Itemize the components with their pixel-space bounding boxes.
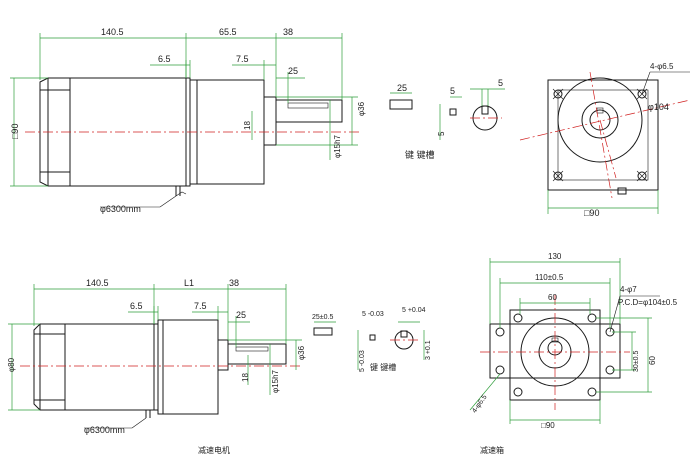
key-caption: 键 键槽 (405, 149, 435, 160)
key-h-tol: 5 -0.03 (359, 350, 366, 372)
dim-body-diameter: φ80 (7, 357, 16, 372)
dim-shaft-diameter: φ15h7 (333, 134, 342, 158)
front-square: □90 (584, 208, 599, 218)
dim-shaft-length-b: 38 (229, 278, 239, 288)
dim-shaft-center-b: 18 (241, 373, 250, 382)
cable-label: φ6300mm (100, 204, 141, 214)
top-key-detail: 25 5 5 5 键 键槽 (389, 78, 505, 160)
dim-collar-offset: 6.5 (158, 54, 171, 64)
dim-shaft-center: 18 (243, 121, 252, 130)
width-110: 110±0.5 (535, 273, 564, 282)
holes-label-left: 4-φ6.5 (471, 394, 489, 415)
dim-l1: L1 (184, 278, 194, 288)
height-60: 60 (648, 356, 657, 365)
slot-w-tol: 5 +0.04 (402, 307, 426, 314)
slot-width: 5 (498, 78, 503, 88)
top-side-view (25, 77, 360, 208)
width-60: 60 (548, 293, 557, 302)
front-square-b: □90 (541, 421, 555, 430)
caption-gear-motor: 减速电机 (198, 445, 230, 455)
key-square: 5 (450, 86, 455, 96)
dim-key-length: 25 (288, 66, 298, 76)
key-tol: 25±0.5 (312, 314, 333, 321)
bottom-key-detail: 25±0.5 5 -0.03 5 -0.03 5 +0.04 3 +0.1 键 … (312, 307, 432, 372)
pcd-label: φ104 (648, 102, 669, 112)
captions: 减速电机 减速箱 (198, 445, 504, 455)
top-front-view: 4-φ6.5 φ104 □90 (519, 62, 691, 218)
dim-boss-diameter: φ36 (357, 101, 366, 116)
bottom-side-view (20, 319, 300, 429)
dim-shaft-diameter-b: φ15h7 (271, 369, 280, 393)
key-width: 25 (397, 83, 407, 93)
key-side: 5 (437, 131, 446, 136)
dim-overall-length-b: 140.5 (86, 278, 109, 288)
dim-body-to-flange: 65.5 (219, 27, 237, 37)
width-130: 130 (548, 252, 562, 261)
key-w-tol: 5 -0.03 (362, 311, 384, 318)
bottom-dimensions: 140.5 L1 38 6.5 7.5 25 φ80 18 φ36 φ15h7 … (7, 278, 306, 435)
dim-overall-length: 140.5 (101, 27, 124, 37)
dim-shaft-offset: 7.5 (236, 54, 249, 64)
dim-shaft-offset-b: 7.5 (194, 301, 207, 311)
holes-label-b: 4-φ7 (620, 285, 637, 294)
top-dimensions: 140.5 65.5 38 6.5 7.5 25 □90 18 φ36 (10, 27, 366, 214)
dim-shaft-length: 38 (283, 27, 293, 37)
slot-d-tol: 3 +0.1 (425, 340, 432, 360)
key-caption-b: 键 键槽 (370, 362, 396, 372)
height-30: 30±0.5 (633, 351, 640, 372)
dim-key-length-b: 25 (236, 310, 246, 320)
dim-square-flange: □90 (10, 124, 20, 139)
caption-gearbox: 减速箱 (480, 445, 504, 455)
cable-label-b: φ6300mm (84, 425, 125, 435)
bottom-front-view: 130 110±0.5 60 4-φ7 P.C.D=φ104±0.5 30±0.… (469, 252, 678, 430)
dim-collar-offset-b: 6.5 (130, 301, 143, 311)
dim-boss-diameter-b: φ36 (297, 345, 306, 360)
holes-label: 4-φ6.5 (650, 62, 674, 71)
pcd-label-b: P.C.D=φ104±0.5 (618, 298, 678, 307)
